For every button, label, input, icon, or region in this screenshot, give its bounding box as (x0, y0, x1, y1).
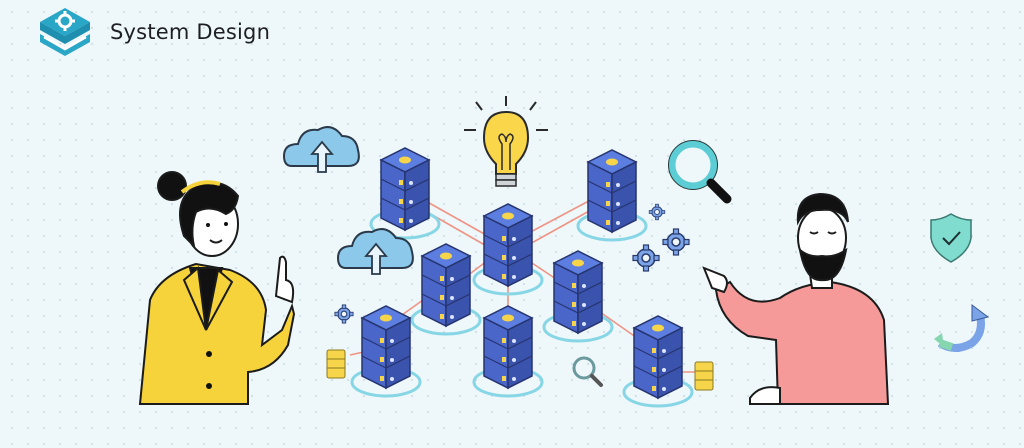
lightbulb-icon (464, 96, 548, 187)
shield-check-icon (930, 213, 972, 263)
server-mid-left (410, 242, 482, 336)
server-top-left (369, 146, 441, 240)
logo-title: System Design (110, 20, 271, 44)
server-bottom-left (350, 304, 422, 398)
logo: System Design (36, 4, 270, 60)
cloud-upload-icon (283, 126, 360, 173)
rack-right-icon (694, 361, 714, 391)
gear-small-icon (648, 203, 666, 221)
woman-character (138, 171, 296, 405)
rack-left-icon (326, 349, 346, 379)
server-mid-right (542, 249, 614, 343)
refresh-arrow-icon (934, 304, 990, 352)
magnifier-small-icon (572, 356, 603, 387)
magnifier-icon (668, 140, 732, 204)
gear-icon (662, 228, 690, 256)
book-gear-icon (40, 8, 90, 56)
man-character (702, 192, 890, 405)
gear-small-icon (334, 304, 354, 324)
server-bottom-center (472, 304, 544, 398)
server-top-right (576, 148, 648, 242)
server-center (472, 202, 544, 296)
server-bottom-right (622, 314, 694, 408)
gear-icon (632, 244, 660, 272)
cloud-upload-icon (337, 228, 414, 275)
